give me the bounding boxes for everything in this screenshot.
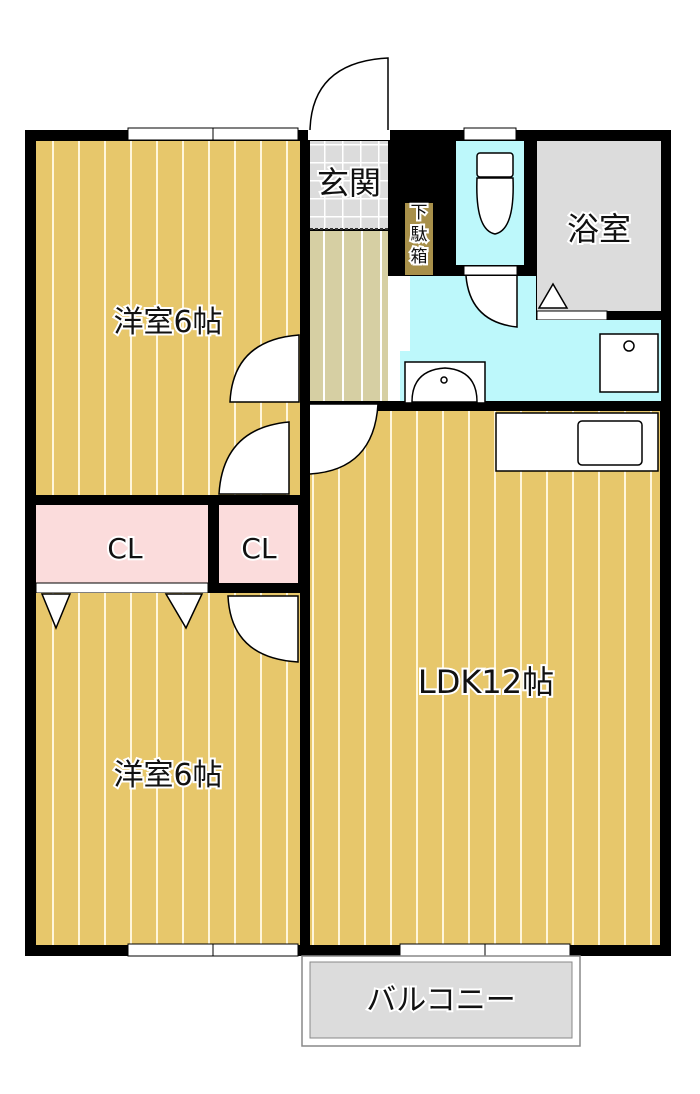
bath-label: 浴室 — [567, 210, 631, 248]
closet-large-label: CL — [107, 532, 143, 565]
ldk — [310, 411, 660, 945]
shoe-box-label: 箱 — [411, 247, 428, 267]
toilet-icon — [476, 177, 514, 235]
bathroom — [537, 141, 661, 311]
balcony-label: バルコニー — [366, 983, 515, 1018]
bath-door-icon — [537, 282, 569, 309]
closet-small — [219, 505, 298, 583]
shoe-box — [405, 203, 433, 275]
entrance-door-icon[interactable] — [309, 57, 389, 131]
western-room-top-label: 洋室6帖 — [113, 305, 222, 340]
closet-large — [36, 505, 208, 583]
corridor — [310, 231, 388, 401]
genkan-label: 玄関 — [317, 164, 381, 202]
shoe-box-label: 駄 — [411, 225, 428, 245]
washing-machine-icon — [599, 333, 659, 393]
closet-door-icon — [40, 593, 204, 630]
sink-icon — [577, 420, 643, 466]
door-icon[interactable] — [227, 595, 299, 663]
door-icon[interactable] — [229, 334, 300, 403]
western-room-bottom-label: 洋室6帖 — [113, 758, 222, 793]
closet-small-label: CL — [241, 532, 277, 565]
door-icon[interactable] — [309, 403, 379, 475]
toilet-door-icon — [465, 275, 518, 328]
shoe-box-label: 下 — [411, 203, 428, 223]
genkan — [310, 141, 388, 229]
western-room-bottom — [36, 593, 300, 945]
ldk-label: LDK12帖 — [418, 663, 554, 701]
door-icon[interactable] — [218, 421, 290, 495]
